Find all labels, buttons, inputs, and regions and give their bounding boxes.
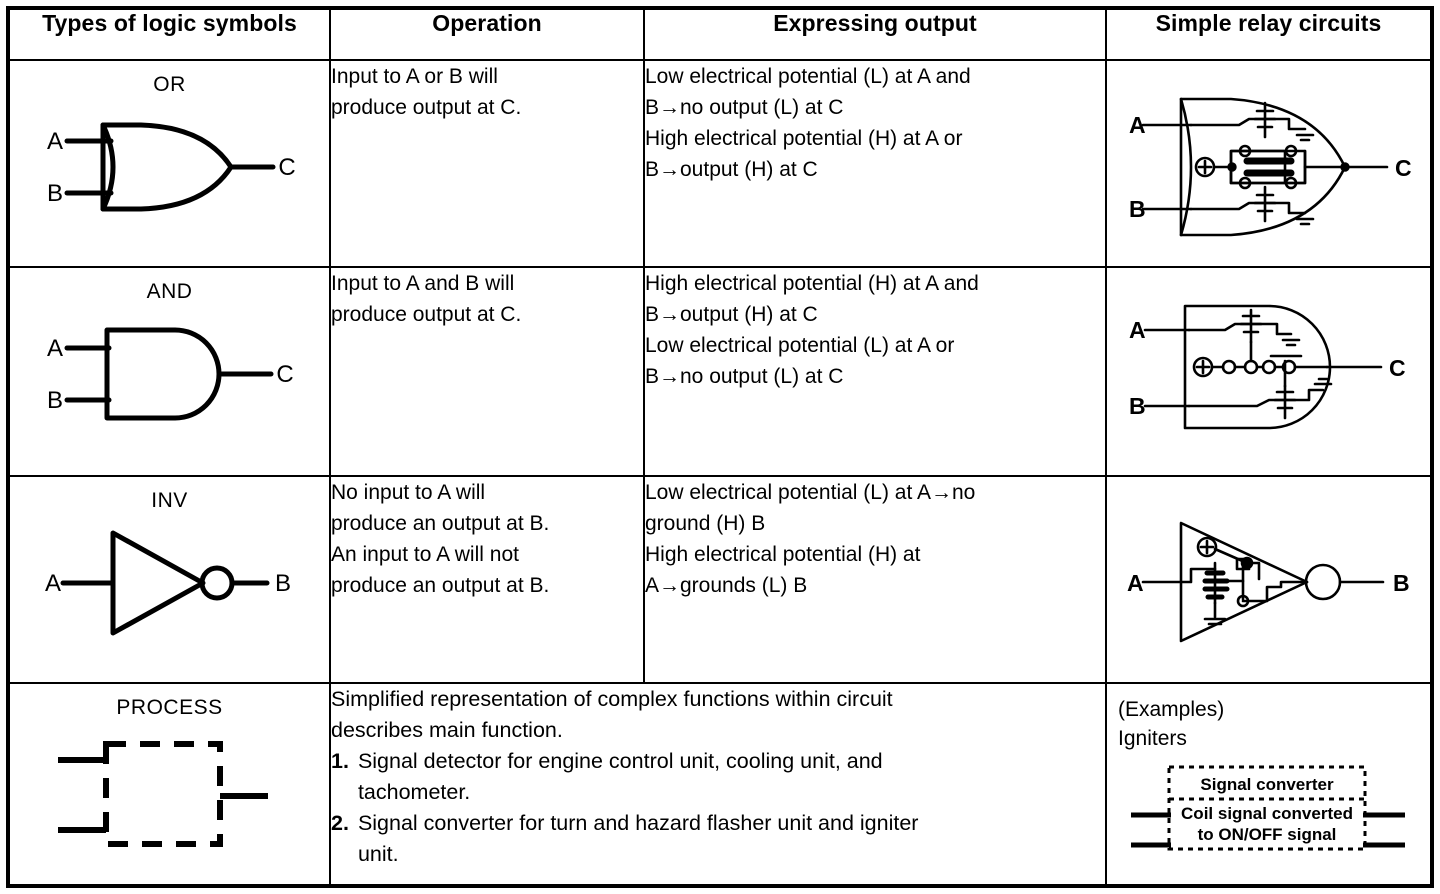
- column-header-expressing-output: Expressing output: [643, 7, 1107, 61]
- cell-symbol-or: OR A B C: [7, 59, 331, 268]
- output-line: B→no output (L) at C: [645, 365, 844, 388]
- examples-heading-line: Igniters: [1118, 727, 1187, 751]
- signal-converter-figure: Signal converter Coil signal converted t…: [1107, 761, 1430, 857]
- symbol-label-inv: INV: [151, 489, 188, 513]
- list-line: tachometer.: [357, 780, 471, 805]
- table-row: INV A B No input to A will produce an ou…: [7, 475, 1433, 685]
- list-marker: 2.: [331, 811, 349, 836]
- operation-line: produce an output at B.: [331, 512, 550, 536]
- operation-line: produce output at C.: [331, 303, 522, 326]
- list-marker: 1.: [331, 749, 349, 774]
- pin-label-b: B: [46, 387, 62, 414]
- pin-label-a: A: [45, 570, 61, 597]
- operation-line: Input to A and B will: [331, 272, 515, 295]
- operation-line: Input to A or B will: [331, 65, 498, 88]
- and-relay-circuit: A B C: [1129, 304, 1406, 430]
- inverter-gate-symbol: A B: [45, 530, 291, 636]
- pin-label-b: B: [1129, 393, 1146, 419]
- column-header-simple-relay-circuits: Simple relay circuits: [1105, 7, 1433, 61]
- operation-line: produce output at C.: [331, 96, 522, 119]
- table-row: OR A B C Input to A or B will produ: [7, 59, 1433, 268]
- signal-converter-block: Signal converter Coil signal converted t…: [1130, 765, 1405, 851]
- pin-label-c: C: [276, 361, 293, 388]
- cell-expressing-output-or: Low electrical potential (L) at A and B→…: [643, 59, 1107, 268]
- operation-line: No input to A will: [331, 481, 486, 505]
- table-header: Types of logic symbols Operation Express…: [7, 7, 1433, 61]
- cell-expressing-output-inv: Low electrical potential (L) at A→no gro…: [643, 475, 1107, 685]
- table-body: OR A B C Input to A or B will produ: [7, 59, 1433, 887]
- cell-operation-inv: No input to A will produce an output at …: [329, 475, 645, 685]
- cell-symbol-inv: INV A B: [7, 475, 331, 685]
- table-row: PROCESS Simplified representation of com…: [7, 682, 1433, 887]
- cell-process-examples: (Examples) Igniters Signal conver: [1105, 682, 1433, 887]
- symbol-label-or: OR: [153, 73, 186, 96]
- output-line: High electrical potential (H) at: [645, 543, 921, 567]
- cell-relay-or: A B C: [1105, 59, 1433, 268]
- pin-label-a: A: [46, 335, 62, 362]
- column-header-operation: Operation: [329, 7, 645, 61]
- pin-label-b: B: [1393, 570, 1410, 596]
- cell-process-description: Simplified representation of complex fun…: [329, 682, 1107, 887]
- header-row: Types of logic symbols Operation Express…: [7, 7, 1433, 61]
- cell-symbol-and: AND A B C: [7, 265, 331, 478]
- cell-symbol-process: PROCESS: [7, 682, 331, 887]
- logic-symbols-table: Types of logic symbols Operation Express…: [6, 6, 1434, 888]
- pin-label-b: B: [1129, 196, 1146, 222]
- signal-converter-body-line: to ON/OFF signal: [1197, 825, 1336, 844]
- output-line: B→output (H) at C: [645, 303, 818, 326]
- pin-label-a: A: [1129, 317, 1146, 343]
- cell-relay-inv: A B: [1105, 475, 1433, 685]
- examples-heading-line: (Examples): [1118, 698, 1225, 722]
- examples-heading: (Examples) Igniters: [1107, 684, 1430, 753]
- cell-operation-and: Input to A and B will produce output at …: [329, 265, 645, 478]
- output-line: A→grounds (L) B: [645, 574, 808, 598]
- pin-label-a: A: [1129, 112, 1146, 138]
- pin-label-a: A: [1127, 570, 1144, 596]
- list-item: 2. Signal converter for turn and hazard …: [331, 808, 1105, 870]
- column-header-types-of-logic-symbols: Types of logic symbols: [7, 7, 331, 61]
- signal-converter-title: Signal converter: [1200, 775, 1334, 794]
- or-relay-circuit: A B C: [1129, 97, 1412, 237]
- list-body: Signal converter for turn and hazard fla…: [358, 808, 1105, 870]
- symbol-label-and: AND: [146, 280, 193, 303]
- pin-label-b: B: [46, 180, 62, 207]
- output-line: High electrical potential (H) at A or: [645, 127, 963, 150]
- output-line: Low electrical potential (L) at A or: [645, 334, 955, 357]
- list-item: 1. Signal detector for engine control un…: [331, 746, 1105, 808]
- output-line: B→no output (L) at C: [645, 96, 844, 119]
- or-gate-symbol: A B C: [46, 122, 295, 212]
- cell-operation-or: Input to A or B will produce output at C…: [329, 59, 645, 268]
- description-line: describes main function.: [331, 718, 563, 743]
- output-line: Low electrical potential (L) at A and: [645, 65, 971, 88]
- pin-label-c: C: [1395, 155, 1412, 181]
- signal-converter-body-line: Coil signal converted: [1181, 804, 1353, 823]
- pin-label-c: C: [1389, 355, 1406, 381]
- list-line: Signal converter for turn and hazard fla…: [357, 811, 919, 836]
- list-body: Signal detector for engine control unit,…: [358, 746, 1105, 808]
- inverter-relay-circuit: A B: [1127, 521, 1410, 643]
- cell-expressing-output-and: High electrical potential (H) at A and B…: [643, 265, 1107, 478]
- output-line: ground (H) B: [645, 512, 766, 536]
- cell-relay-and: A B C: [1105, 265, 1433, 478]
- list-line: Signal detector for engine control unit,…: [357, 749, 883, 774]
- operation-line: produce an output at B.: [331, 574, 550, 598]
- pin-label-c: C: [278, 154, 295, 181]
- process-block-symbol: [57, 741, 268, 848]
- table-row: AND A B C Input to A and B will produce …: [7, 265, 1433, 478]
- output-line: High electrical potential (H) at A and: [645, 272, 979, 295]
- symbol-label-process: PROCESS: [116, 696, 223, 720]
- and-gate-symbol: A B C: [46, 327, 293, 421]
- pin-label-b: B: [274, 570, 290, 597]
- output-line: Low electrical potential (L) at A→no: [645, 481, 976, 505]
- list-line: unit.: [357, 842, 399, 867]
- description-line: Simplified representation of complex fun…: [331, 687, 893, 712]
- operation-line: An input to A will not: [331, 543, 519, 567]
- output-line: B→output (H) at C: [645, 158, 818, 181]
- pin-label-a: A: [46, 128, 62, 155]
